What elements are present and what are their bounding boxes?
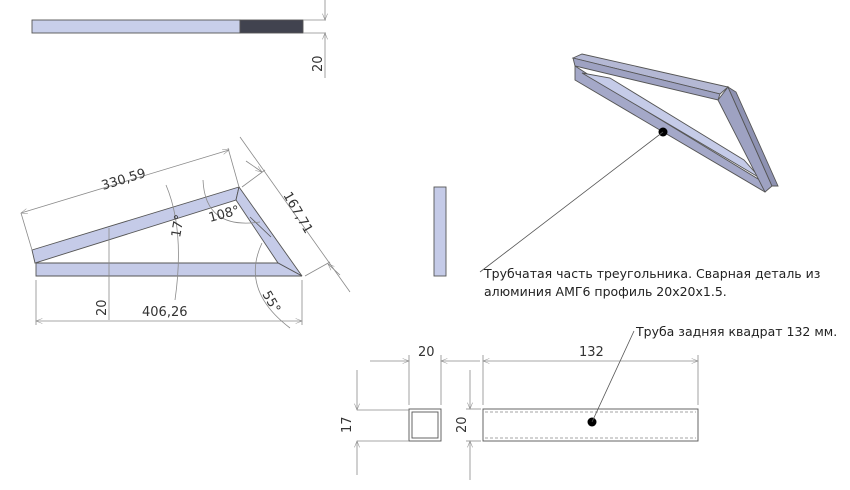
dim-base-length: 406,26 <box>142 305 188 320</box>
note-triangle-line1: Трубчатая часть треугольника. Сварная де… <box>483 266 820 281</box>
note-rear-tube: Труба задняя квадрат 132 мм. <box>635 324 837 339</box>
dim-tube-length: 132 <box>579 345 604 360</box>
top-member <box>31 186 240 264</box>
profile-end <box>239 19 304 34</box>
base-member <box>35 262 303 277</box>
member-end-view <box>433 186 447 277</box>
tube-section-view: 20 17 <box>340 345 480 475</box>
isometric-view <box>479 53 779 273</box>
angle-right: 55° <box>259 289 284 316</box>
dim-side-length: 167,71 <box>280 190 316 237</box>
top-view: 20 <box>31 0 328 78</box>
note-triangle-line2: алюминия АМГ6 профиль 20х20х1.5. <box>484 284 727 299</box>
angle-left: 17° <box>169 213 188 238</box>
dim-top-length: 330,59 <box>100 166 148 194</box>
dim-section-height: 17 <box>340 416 355 433</box>
dim-profile: 20 <box>95 299 110 316</box>
dim-section-width: 20 <box>418 345 435 360</box>
dim-tube-height: 20 <box>455 416 470 433</box>
triangle-view: 330,59 167,71 406,26 20 17° 108° 55° <box>20 136 351 329</box>
profile-side <box>31 19 241 34</box>
rear-tube-view: 132 20 <box>455 330 699 480</box>
top-dim-height: 20 <box>311 55 326 72</box>
